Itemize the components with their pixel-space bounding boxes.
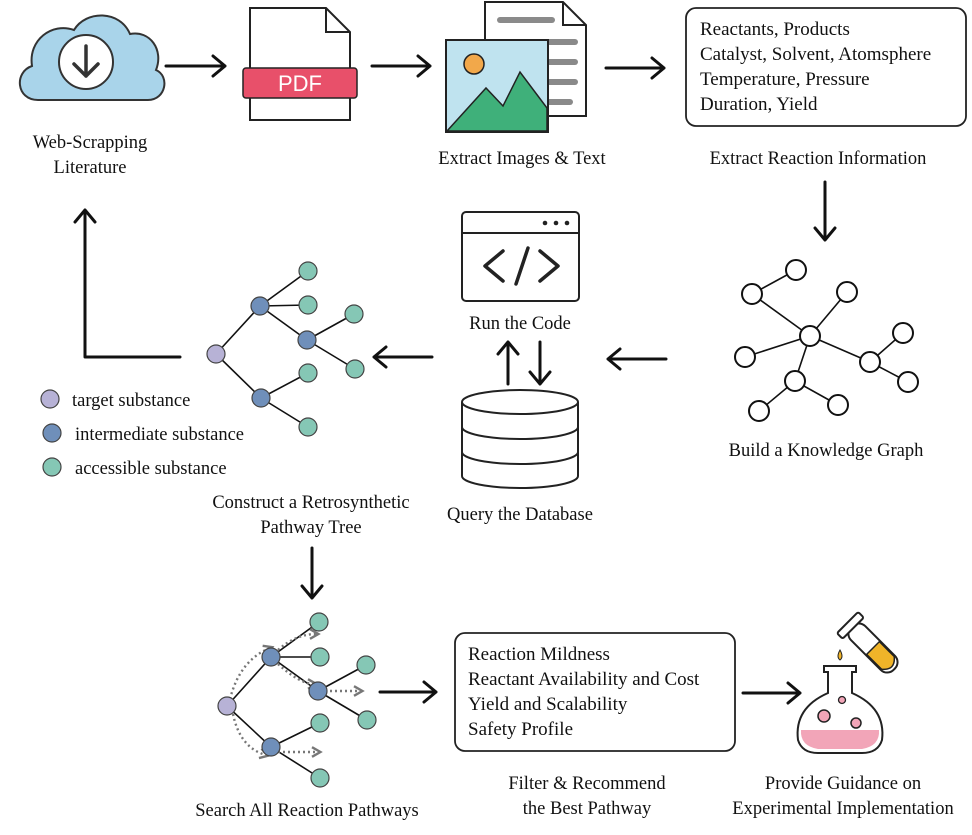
arrow-pdf-to-extract bbox=[370, 54, 432, 78]
tree-node-intermediate bbox=[251, 388, 271, 408]
criteria-line: Reactant Availability and Cost bbox=[468, 669, 700, 690]
legend-label-intermediate: intermediate substance bbox=[75, 425, 244, 445]
tree-node-target bbox=[217, 696, 237, 716]
tree-node-accessible bbox=[310, 647, 330, 667]
build-kg-label: Build a Knowledge Graph bbox=[729, 441, 924, 461]
graph-node bbox=[859, 351, 881, 373]
web-scrapping-label-line2: Literature bbox=[54, 158, 127, 178]
arrow-scrape-to-pdf bbox=[164, 54, 227, 78]
tree-node-accessible bbox=[310, 713, 330, 733]
cloud-download-icon bbox=[18, 14, 166, 101]
tree-node-accessible bbox=[357, 710, 377, 730]
web-scrapping-label-line1: Web-Scrapping bbox=[33, 133, 148, 153]
construct-tree-label-line2: Pathway Tree bbox=[260, 518, 361, 538]
arrow-kg-to-db bbox=[606, 347, 668, 371]
tree-node-intermediate bbox=[261, 647, 281, 667]
graph-node bbox=[734, 346, 756, 368]
legend-swatch-target bbox=[40, 389, 60, 409]
flask-and-test-tube-icon bbox=[796, 611, 899, 754]
legend-label-accessible: accessible substance bbox=[75, 459, 227, 479]
reaction-info-line: Reactants, Products bbox=[700, 19, 850, 40]
retrosynthetic-tree-icon bbox=[206, 261, 365, 437]
query-db-label: Query the Database bbox=[447, 505, 593, 525]
criteria-box bbox=[454, 632, 736, 752]
graph-node bbox=[785, 259, 807, 281]
extract-images-text-label: Extract Images & Text bbox=[438, 149, 606, 169]
tree-node-intermediate bbox=[261, 737, 281, 757]
arrow-info-to-kg bbox=[813, 180, 837, 242]
filter-recommend-label-line2: the Best Pathway bbox=[523, 799, 652, 819]
reaction-info-line: Catalyst, Solvent, Atomsphere bbox=[700, 44, 931, 65]
code-window-icon bbox=[461, 211, 580, 302]
graph-node bbox=[827, 394, 849, 416]
tree-node-accessible bbox=[345, 359, 365, 379]
pdf-band bbox=[242, 67, 358, 99]
graph-node bbox=[836, 281, 858, 303]
graph-node bbox=[799, 325, 821, 347]
tree-node-accessible bbox=[344, 304, 364, 324]
knowledge-graph-icon bbox=[734, 259, 919, 422]
tree-node-accessible bbox=[309, 612, 329, 632]
tree-node-accessible bbox=[298, 417, 318, 437]
legend: target substance intermediate substance … bbox=[40, 389, 244, 479]
graph-node bbox=[897, 371, 919, 393]
database-icon bbox=[461, 389, 579, 489]
pdf-file-icon: PDF bbox=[242, 7, 358, 121]
arrow-code-to-db bbox=[528, 340, 552, 386]
reaction-info-box bbox=[685, 7, 967, 127]
arrow-extract-to-info bbox=[604, 56, 666, 80]
tree-node-accessible bbox=[356, 655, 376, 675]
reaction-info-line: Temperature, Pressure bbox=[700, 69, 870, 90]
tree-node-accessible bbox=[298, 295, 318, 315]
tree-node-intermediate bbox=[308, 681, 328, 701]
construct-tree-label-line1: Construct a Retrosynthetic bbox=[212, 493, 409, 513]
criteria-line: Reaction Mildness bbox=[468, 644, 610, 665]
graph-node bbox=[784, 370, 806, 392]
tree-node-intermediate bbox=[250, 296, 270, 316]
reaction-info-line: Duration, Yield bbox=[700, 94, 818, 115]
tree-node-accessible bbox=[310, 768, 330, 788]
pathway-search-tree-icon bbox=[217, 612, 377, 788]
image-and-document-icon bbox=[445, 1, 587, 133]
legend-swatch-accessible bbox=[42, 457, 62, 477]
provide-guidance-label-line1: Provide Guidance on bbox=[765, 774, 921, 794]
provide-guidance-label-line2: Experimental Implementation bbox=[732, 799, 953, 819]
tree-node-intermediate bbox=[297, 330, 317, 350]
criteria-line: Yield and Scalability bbox=[468, 694, 628, 715]
tree-node-target bbox=[206, 344, 226, 364]
arrow-tree-to-search bbox=[300, 546, 324, 600]
sun-icon bbox=[463, 53, 485, 75]
graph-node bbox=[892, 322, 914, 344]
arrow-db-to-code bbox=[496, 340, 520, 386]
tree-node-accessible bbox=[298, 261, 318, 281]
arrow-filter-to-guidance bbox=[741, 681, 802, 705]
arrow-loop-to-scrape bbox=[73, 208, 182, 359]
extract-reaction-info-label: Extract Reaction Information bbox=[710, 149, 927, 169]
legend-label-target: target substance bbox=[72, 391, 190, 411]
arrow-db-to-tree bbox=[372, 345, 434, 369]
pdf-label: PDF bbox=[278, 71, 322, 96]
run-code-label: Run the Code bbox=[469, 314, 571, 334]
tree-node-accessible bbox=[298, 363, 318, 383]
graph-node bbox=[748, 400, 770, 422]
arrow-search-to-filter bbox=[378, 680, 438, 704]
legend-swatch-intermediate bbox=[42, 423, 62, 443]
graph-node bbox=[741, 283, 763, 305]
criteria-line: Safety Profile bbox=[468, 719, 573, 740]
search-pathways-label: Search All Reaction Pathways bbox=[195, 801, 419, 821]
filter-recommend-label-line1: Filter & Recommend bbox=[508, 774, 666, 794]
